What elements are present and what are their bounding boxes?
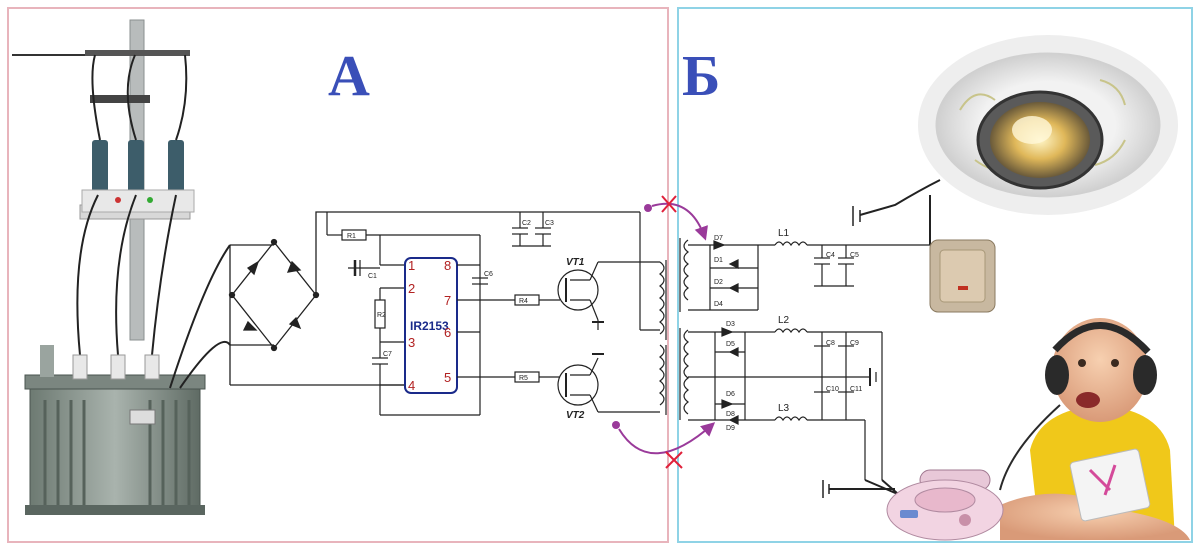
ic-name: IR2153 xyxy=(410,319,449,333)
label-d2: D2 xyxy=(714,279,723,286)
driver-circuit xyxy=(326,212,667,416)
label-d9: D9 xyxy=(726,425,735,432)
section-a-label: А xyxy=(328,43,370,108)
label-c11: C11 xyxy=(850,386,862,393)
ic-pin-5: 5 xyxy=(444,370,451,385)
label-l2: L2 xyxy=(778,315,790,326)
label-c6: C6 xyxy=(484,271,493,278)
diode-bridge xyxy=(228,211,640,386)
wall-switch-illustration xyxy=(929,239,996,313)
label-c4: C4 xyxy=(826,252,835,259)
label-r5: R5 xyxy=(519,375,528,382)
lamp-fixture-illustration xyxy=(918,35,1178,215)
label-l1: L1 xyxy=(778,228,790,239)
ic-pin-2: 2 xyxy=(408,281,415,296)
label-l3: L3 xyxy=(778,403,790,414)
label-d4: D4 xyxy=(714,301,723,308)
label-c8: C8 xyxy=(826,340,835,347)
section-b-label: Б xyxy=(682,43,720,108)
label-d7: D7 xyxy=(714,235,723,242)
label-vt1: VT1 xyxy=(566,257,585,268)
ic-pin-8: 8 xyxy=(444,258,451,273)
section-a-frame xyxy=(7,7,669,543)
break-marker-bottom xyxy=(612,421,716,469)
secondary-circuit xyxy=(679,206,930,498)
label-c1: C1 xyxy=(368,273,377,280)
label-d5: D5 xyxy=(726,341,735,348)
label-r1: R1 xyxy=(347,233,356,240)
ic-pin-6: 6 xyxy=(444,325,451,340)
label-c2: C2 xyxy=(522,220,531,227)
label-r4: R4 xyxy=(519,298,528,305)
label-d8: D8 xyxy=(726,411,735,418)
ic-pin-4: 4 xyxy=(408,378,415,393)
ic-pin-1: 1 xyxy=(408,258,415,273)
transformer-illustration xyxy=(24,244,231,515)
label-c5: C5 xyxy=(850,252,859,259)
label-c7: C7 xyxy=(383,351,392,358)
label-c9: C9 xyxy=(850,340,859,347)
label-c10: C10 xyxy=(826,386,839,393)
label-d3: D3 xyxy=(726,321,735,328)
label-vt2: VT2 xyxy=(566,410,585,421)
ic-pin-3: 3 xyxy=(408,335,415,350)
child-illustration xyxy=(999,318,1190,540)
label-d6: D6 xyxy=(726,391,735,398)
section-b-frame xyxy=(677,7,1193,543)
ic-pin-7: 7 xyxy=(444,293,451,308)
break-marker-top xyxy=(644,195,708,241)
boombox-illustration xyxy=(886,469,1004,541)
label-r2: R2 xyxy=(377,312,386,319)
power-pole-illustration xyxy=(12,19,195,356)
label-d1: D1 xyxy=(714,257,723,264)
label-c3: C3 xyxy=(545,220,554,227)
